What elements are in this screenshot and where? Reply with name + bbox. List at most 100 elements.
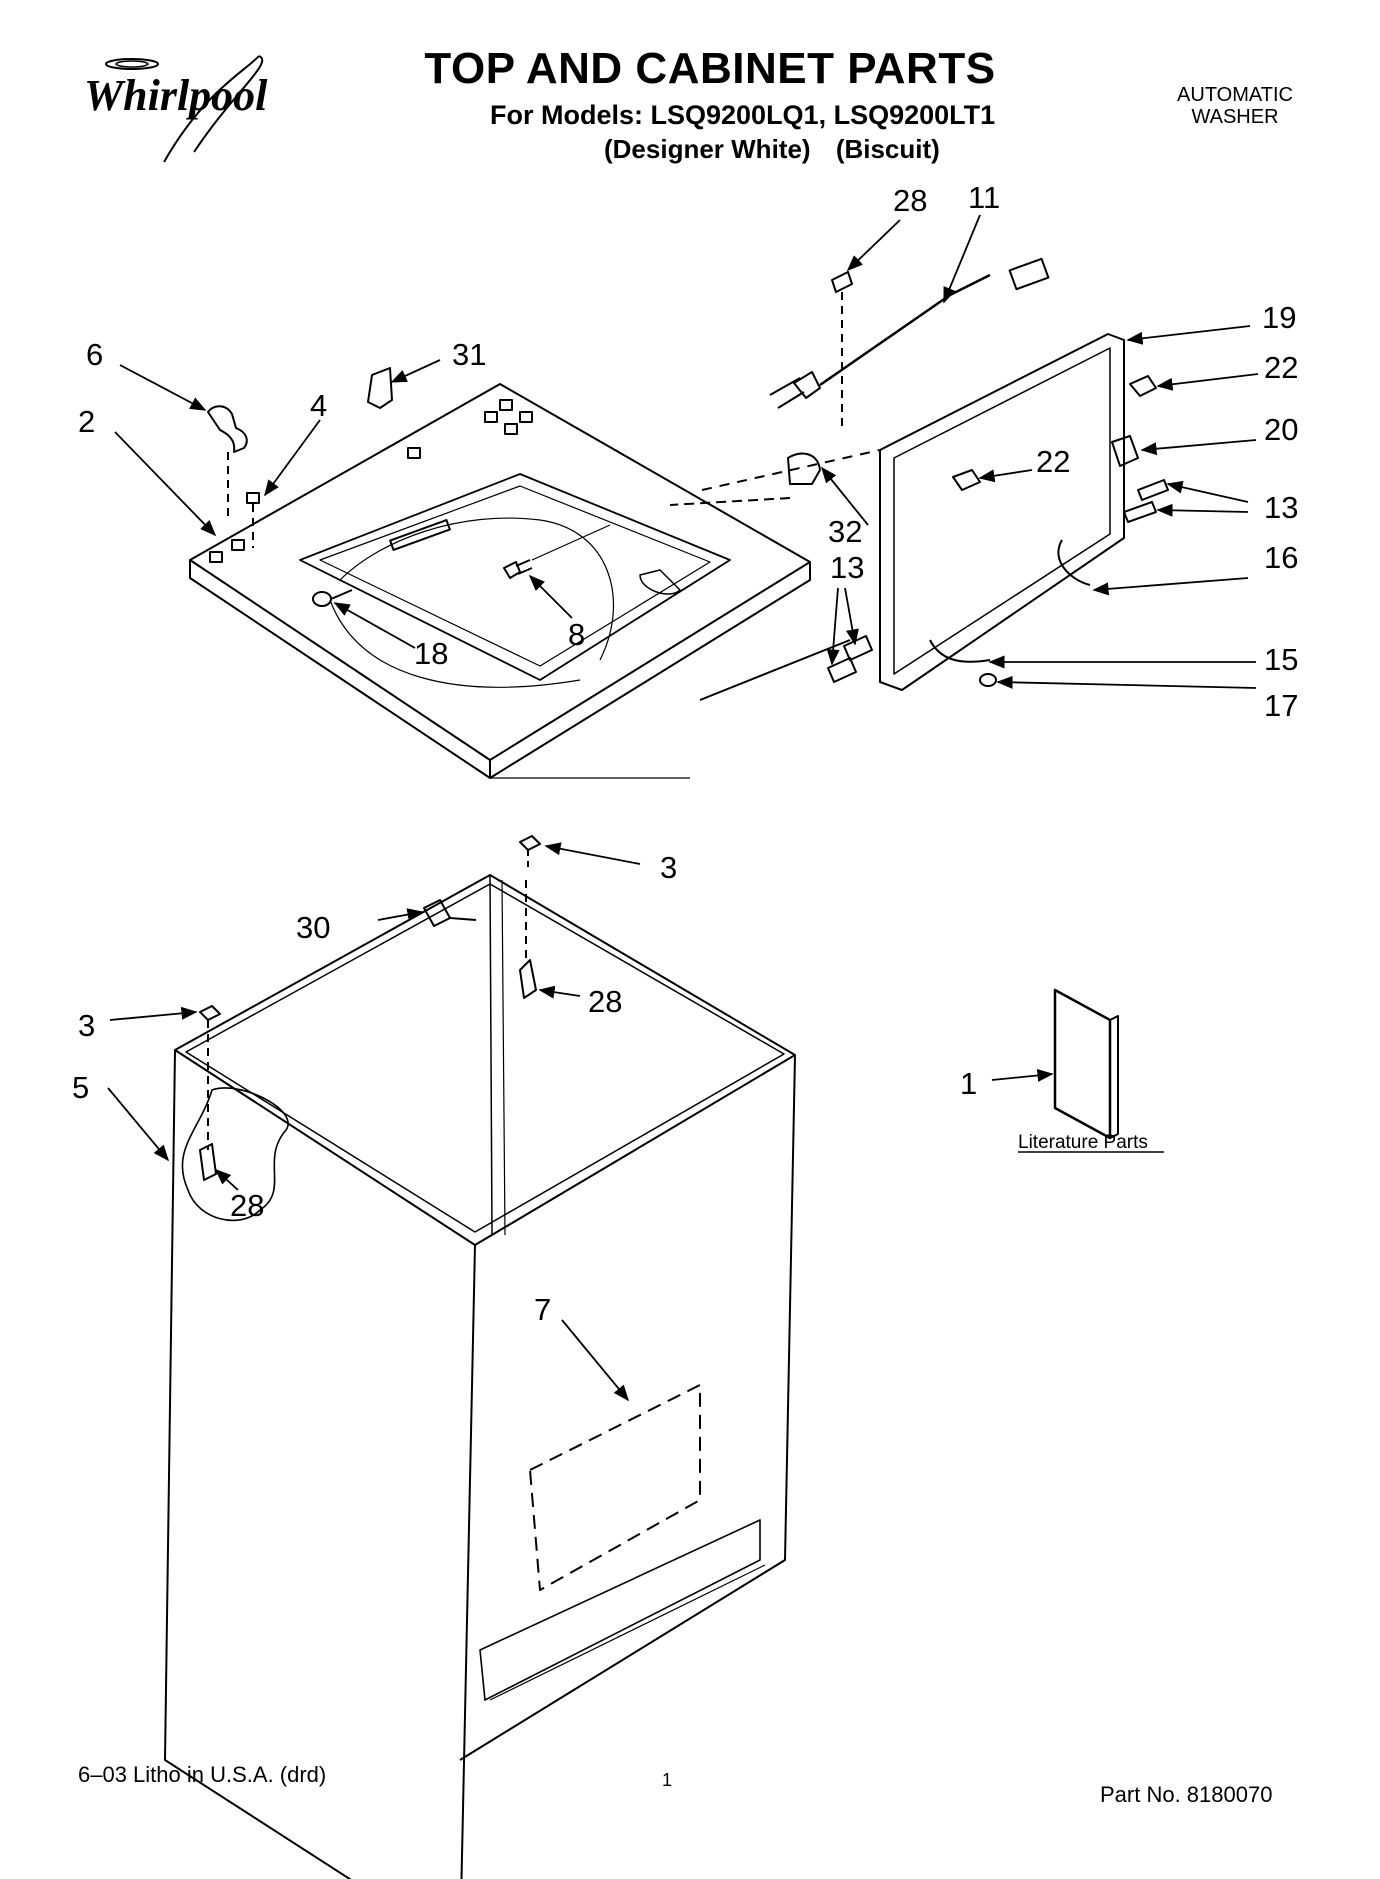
nut-part-3a [519,835,541,851]
page-number: 1 [662,1770,673,1790]
callout-3b: 3 [78,1008,95,1043]
clip-part-31 [367,367,393,409]
arrow-30 [377,908,424,921]
callout-19: 19 [1262,300,1296,335]
arrow-13d [826,587,840,666]
screw-part-30-shank [449,917,477,921]
callout-7: 7 [534,1292,551,1327]
arrow-13b [1156,503,1249,517]
product-type: AUTOMATIC WASHER [1150,84,1320,128]
callout-22b: 22 [1036,444,1070,479]
screw-part-28b [519,959,537,999]
dispenser-part-32 [787,452,821,485]
callout-8: 8 [568,617,585,652]
screw-part-13d [827,657,857,683]
top-panel [189,383,811,779]
callout-17: 17 [1264,688,1298,723]
arrow-2 [114,431,217,537]
hinge-rod [312,589,353,607]
clip-part-6 [207,405,248,453]
callout-13a: 13 [1264,490,1298,525]
leader-dash-top-console [701,449,881,491]
plug-part-22a [1129,375,1157,397]
callout-32: 32 [828,514,862,549]
label-part-7 [529,1384,701,1591]
screw-part-13b [1123,501,1157,523]
models-line: For Models: LSQ9200LQ1, LSQ9200LT1 [490,100,996,130]
clamp-part-20 [1111,435,1139,467]
arrow-4 [264,419,321,497]
arrow-16 [1092,577,1249,596]
nut-part-3b [199,1005,221,1021]
callout-5: 5 [72,1070,89,1105]
brand-wordmark: Whirlpool [84,71,268,120]
wire-part-15 [929,639,991,663]
print-info: 6–03 Litho in U.S.A. (drd) [78,1762,327,1787]
arrow-31 [390,359,441,383]
arrow-11 [943,214,981,304]
leader-dash-32 [669,497,791,506]
callout-3a: 3 [660,850,677,885]
arrow-28b [538,985,581,999]
arrow-3b [109,1006,198,1021]
callout-31: 31 [452,337,486,372]
guide-line-console [699,639,851,701]
arrow-3a [544,842,641,865]
callout-28a: 28 [893,183,927,218]
callout-6: 6 [86,337,103,372]
callout-28c: 28 [230,1188,264,1223]
arrow-17 [996,675,1257,689]
callout-11: 11 [968,180,1000,215]
callout-2: 2 [78,404,95,439]
callout-28b: 28 [588,984,622,1019]
part-number: Part No. 8180070 [1100,1782,1273,1807]
arrow-13c [844,587,859,646]
callout-22a: 22 [1264,350,1298,385]
clip-part-4 [246,492,260,504]
screw-part-13a [1137,479,1169,501]
literature-parts-label: Literature Parts [1018,1132,1148,1153]
callout-1: 1 [960,1066,977,1101]
arrow-20 [1140,439,1257,456]
callout-18: 18 [414,636,448,671]
product-type-line-1: AUTOMATIC [1177,84,1293,106]
variant-biscuit: (Biscuit) [835,134,940,164]
arrow-18 [333,602,416,649]
plug-part-22b [952,469,981,491]
color-variants: (Designer White) (Biscuit) [604,134,958,165]
wire-part-16 [1057,539,1091,586]
literature-booklet [1053,988,1119,1140]
arrow-7 [561,1319,630,1402]
callout-16: 16 [1264,540,1298,575]
arrow-28c [214,1168,239,1191]
cabinet [164,874,796,1879]
callout-30: 30 [296,910,330,945]
harness-part-11 [769,257,1050,409]
callout-15: 15 [1264,642,1298,677]
arrow-6 [119,364,207,411]
console-panel [879,333,1125,691]
whirlpool-logo: Whirlpool [84,52,314,172]
variant-designer-white: (Designer White) [604,134,811,164]
screw-part-13c [843,635,873,661]
arrow-28a [846,219,901,272]
arrow-22a [1156,373,1259,391]
screw-part-28a [831,271,853,293]
arrow-32 [820,466,869,526]
grommet-part-17 [979,673,997,687]
arrow-1 [991,1069,1054,1082]
page-title: TOP AND CABINET PARTS [424,44,996,93]
callout-20: 20 [1264,412,1298,447]
product-type-line-2: WASHER [1191,106,1279,128]
whirlpool-logo-graphic: Whirlpool [84,55,268,163]
access-cutout [181,1087,289,1222]
screw-part-8 [503,524,611,579]
callout-13b: 13 [830,550,864,585]
callout-4: 4 [310,388,327,423]
arrow-8 [528,574,573,619]
arrow-5 [107,1087,170,1162]
arrow-22b [978,469,1033,483]
arrow-19 [1126,325,1251,345]
arrow-13a [1166,480,1249,503]
